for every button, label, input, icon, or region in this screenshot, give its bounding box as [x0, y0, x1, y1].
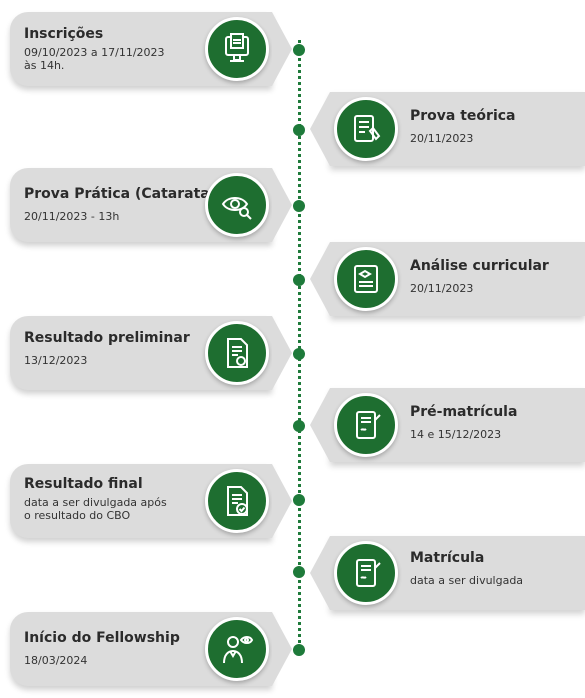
- card-subtitle: 20/11/2023 - 13h: [24, 210, 120, 223]
- card-subtitle: 20/11/2023: [410, 282, 474, 295]
- card-title: Resultado preliminar: [24, 330, 190, 346]
- curriculum-document-icon: [334, 247, 398, 311]
- timeline-dot: [293, 566, 305, 578]
- timeline-dot: [293, 274, 305, 286]
- timeline-card-inscricoes: Inscrições 09/10/2023 a 17/11/2023 às 14…: [10, 12, 292, 86]
- card-title: Pré-matrícula: [410, 404, 518, 420]
- tablet-signature-icon: [334, 541, 398, 605]
- card-subtitle: 14 e 15/12/2023: [410, 428, 502, 441]
- card-subtitle: 18/03/2024: [24, 654, 88, 667]
- timeline-dot: [293, 124, 305, 136]
- card-title: Matrícula: [410, 550, 485, 566]
- timeline-dot: [293, 200, 305, 212]
- timeline-dot: [293, 420, 305, 432]
- timeline-card-pre-matricula: Pré-matrícula 14 e 15/12/2023: [310, 388, 585, 462]
- card-title: Prova Prática (Catarata): [24, 186, 217, 202]
- timeline-card-resultado-preliminar: Resultado preliminar 13/12/2023: [10, 316, 292, 390]
- card-subtitle: data a ser divulgada após o resultado do…: [24, 496, 167, 522]
- tablet-signature-icon: [334, 393, 398, 457]
- card-title: Resultado final: [24, 476, 143, 492]
- card-subtitle: 13/12/2023: [24, 354, 88, 367]
- timeline-card-prova-teorica: Prova teórica 20/11/2023: [310, 92, 585, 166]
- card-title: Análise curricular: [410, 258, 549, 274]
- timeline-dot: [293, 494, 305, 506]
- timeline-dot: [293, 348, 305, 360]
- doctor-eye-icon: [205, 617, 269, 681]
- document-check-icon: [205, 469, 269, 533]
- card-subtitle: 20/11/2023: [410, 132, 474, 145]
- eye-exam-icon: [205, 173, 269, 237]
- timeline-card-inicio-fellowship: Início do Fellowship 18/03/2024: [10, 612, 292, 686]
- timeline-dot: [293, 44, 305, 56]
- card-title: Início do Fellowship: [24, 630, 180, 646]
- timeline-card-matricula: Matrícula data a ser divulgada: [310, 536, 585, 610]
- timeline-card-analise-curricular: Análise curricular 20/11/2023: [310, 242, 585, 316]
- timeline-card-prova-pratica: Prova Prática (Catarata) 20/11/2023 - 13…: [10, 168, 292, 242]
- timeline-card-resultado-final: Resultado final data a ser divulgada apó…: [10, 464, 292, 538]
- timeline-dot: [293, 644, 305, 656]
- card-subtitle: 09/10/2023 a 17/11/2023 às 14h.: [24, 46, 165, 72]
- result-document-icon: [205, 321, 269, 385]
- card-subtitle: data a ser divulgada: [410, 574, 524, 587]
- exam-checklist-icon: [334, 97, 398, 161]
- timeline-dotted-line: [298, 40, 301, 655]
- card-title: Inscrições: [24, 26, 104, 42]
- card-title: Prova teórica: [410, 108, 516, 124]
- registration-computer-icon: [205, 17, 269, 81]
